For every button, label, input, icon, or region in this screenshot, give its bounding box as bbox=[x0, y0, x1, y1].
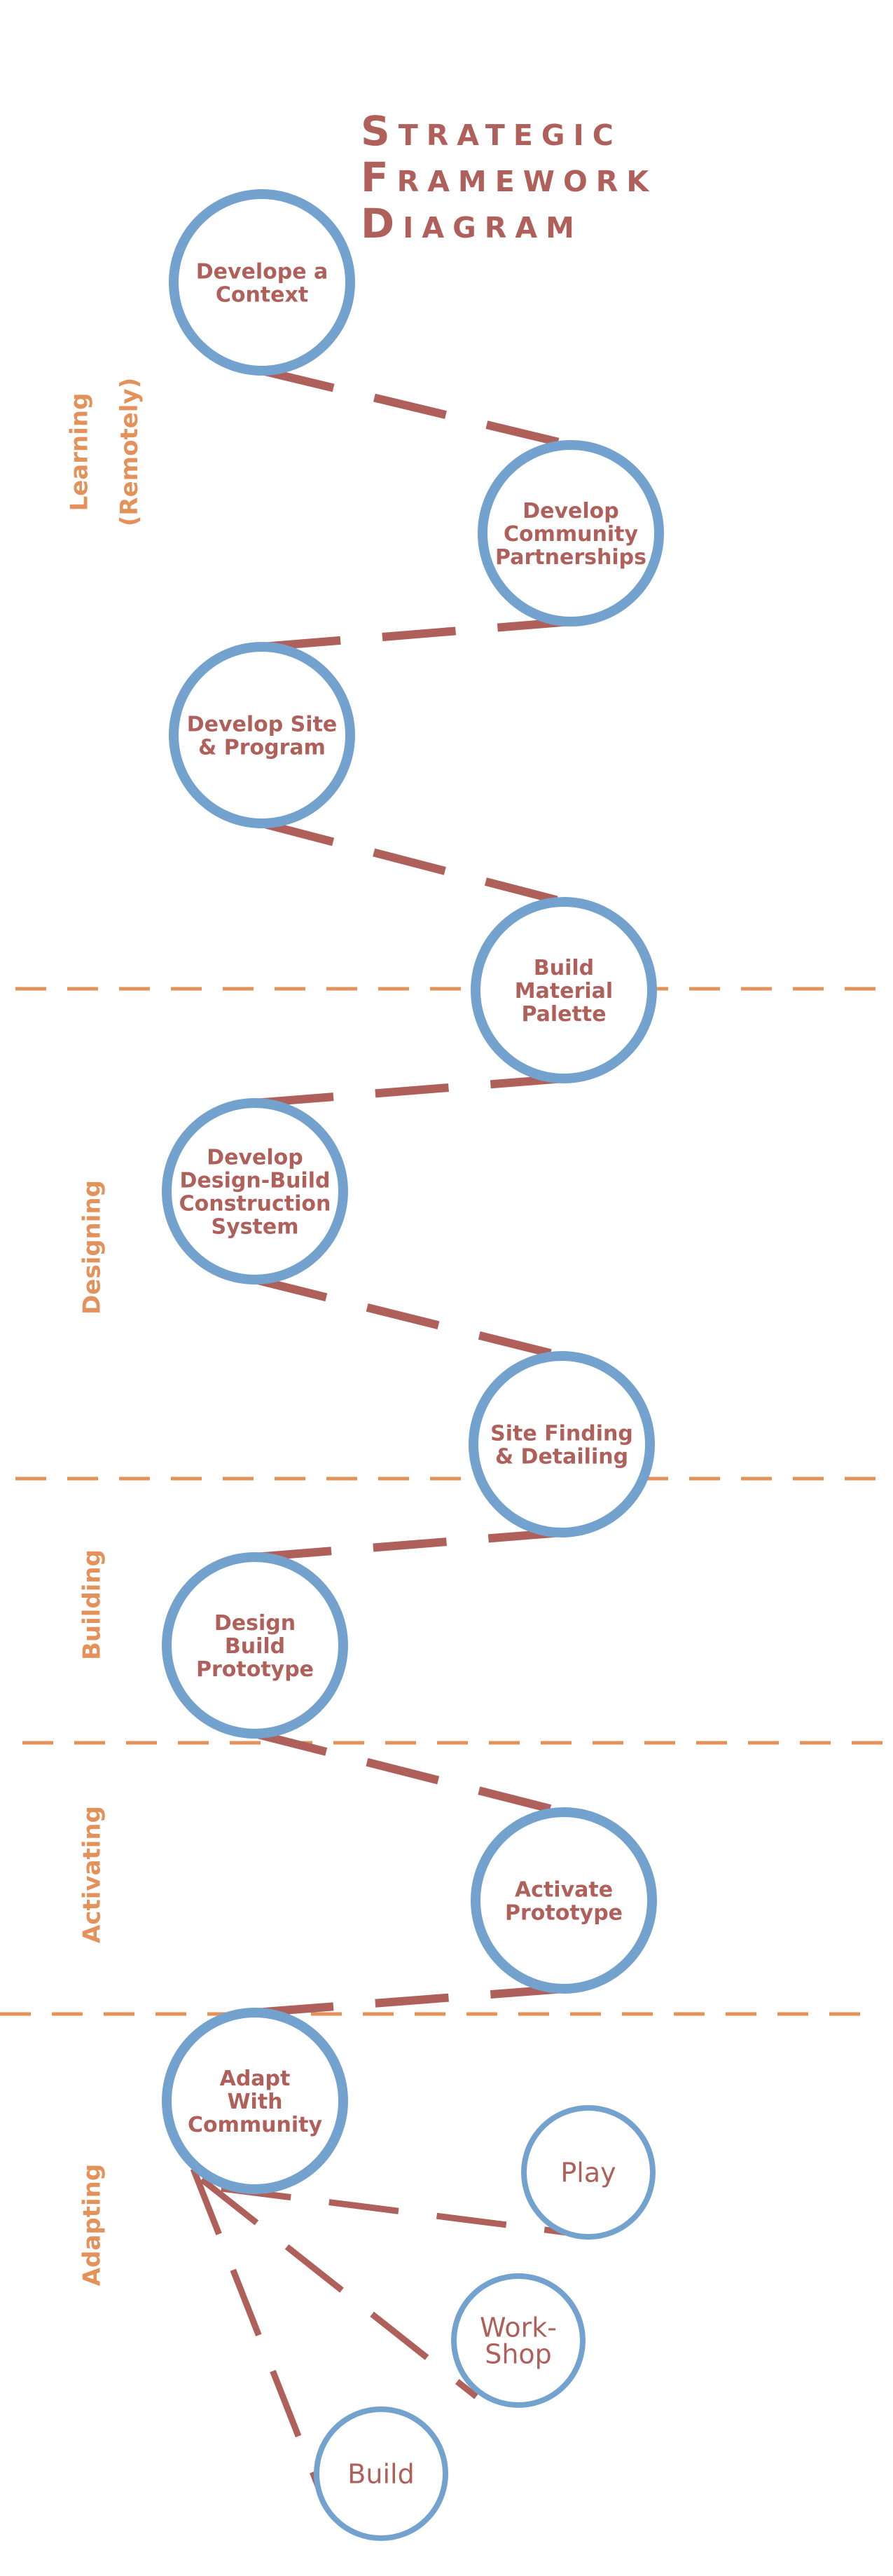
phase-label-3: Building bbox=[78, 1549, 106, 1660]
node-label-site-finding: Site Finding& Detailing bbox=[490, 1421, 633, 1469]
node-circle bbox=[471, 1807, 657, 1994]
connector-1 bbox=[261, 366, 572, 449]
connector-6 bbox=[254, 1528, 562, 1561]
node-label-partnerships-line-3: Partnerships bbox=[495, 545, 646, 570]
title-line-1: Strategic bbox=[361, 107, 622, 155]
connector-3 bbox=[261, 819, 565, 906]
phase-label-5-line-1: Adapting bbox=[78, 2164, 106, 2286]
leaf-label-build-line-1: Build bbox=[347, 2459, 414, 2490]
leaf-label-play: Play bbox=[560, 2158, 616, 2188]
phase-label-2: Designing bbox=[78, 1180, 106, 1315]
node-label-adapt-community-line-3: Community bbox=[188, 2113, 322, 2137]
phase-label-4-line-1: Activating bbox=[78, 1806, 106, 1943]
node-circle bbox=[169, 642, 355, 828]
node-circle bbox=[169, 189, 355, 376]
node-label-material-palette-line-1: Build bbox=[534, 956, 594, 980]
leaf-workshop: Work-Shop bbox=[451, 2273, 586, 2408]
node-label-activate-prototype-line-2: Prototype bbox=[505, 1900, 623, 1925]
phase-labels: Learning (Remotely) DesigningBuildingActiv… bbox=[65, 378, 144, 2286]
node-label-construction-system-line-3: Construction bbox=[179, 1191, 331, 1216]
leaf-connector-3 bbox=[190, 2167, 322, 2489]
connector-5 bbox=[254, 1275, 563, 1360]
connector-4 bbox=[254, 1074, 565, 1107]
node-label-material-palette-line-2: Material bbox=[515, 979, 613, 1003]
node-label-activate-prototype-line-1: Activate bbox=[515, 1877, 613, 1902]
leaf-label-workshop-line-1: Work- bbox=[480, 2313, 557, 2343]
leaf-connector-2 bbox=[200, 2177, 478, 2399]
node-label-construction-system-line-2: Design-Build bbox=[180, 1168, 331, 1193]
node-circle bbox=[162, 1552, 348, 1739]
phase-label-1-line-1: Learning bbox=[65, 393, 93, 512]
node-site-finding: Site Finding& Detailing bbox=[469, 1351, 655, 1537]
node-circle bbox=[471, 897, 657, 1083]
node-label-adapt-community-line-2: With bbox=[227, 2090, 282, 2114]
node-label-construction-system-line-4: System bbox=[212, 1214, 299, 1239]
node-circle bbox=[162, 1098, 348, 1284]
node-label-site-program: Develop Site& Program bbox=[187, 712, 338, 760]
leaf-label-build: Build bbox=[347, 2459, 414, 2490]
leaf-play: Play bbox=[521, 2105, 656, 2240]
phase-label-1-line-2: (Remotely) bbox=[116, 378, 144, 526]
phase-label-2-line-1: Designing bbox=[78, 1180, 106, 1315]
node-label-design-prototype-line-1: Design bbox=[214, 1611, 296, 1636]
node-label-partnerships-line-1: Develop bbox=[522, 499, 619, 523]
phase-label-3-line-1: Building bbox=[78, 1549, 106, 1660]
phase-label-4: Activating bbox=[78, 1806, 106, 1943]
node-label-material-palette-line-3: Palette bbox=[521, 1002, 606, 1027]
node-circle bbox=[469, 1351, 655, 1537]
node-label-site-finding-line-1: Site Finding bbox=[490, 1421, 633, 1446]
leaf-label-play-line-1: Play bbox=[560, 2158, 616, 2188]
leaf-label-workshop-line-2: Shop bbox=[485, 2339, 552, 2370]
node-label-design-prototype-line-2: Build bbox=[225, 1634, 285, 1659]
node-label-context-line-1: Develope a bbox=[196, 259, 328, 284]
leaf-build: Build bbox=[314, 2406, 448, 2541]
node-label-adapt-community-line-1: Adapt bbox=[220, 2067, 291, 2091]
node-circle bbox=[162, 2008, 348, 2194]
connector-7 bbox=[254, 1729, 565, 1816]
leaf-circle bbox=[521, 2105, 656, 2240]
phase-dividers bbox=[0, 987, 884, 2016]
node-label-context-line-2: Context bbox=[216, 282, 308, 307]
node-label-partnerships-line-2: Community bbox=[504, 522, 638, 547]
connectors bbox=[190, 366, 579, 2489]
node-label-site-finding-line-2: & Detailing bbox=[495, 1444, 628, 1469]
phase-label-5: Adapting bbox=[78, 2164, 106, 2286]
node-label-site-program-line-2: & Program bbox=[198, 735, 326, 760]
phase-label-1: Learning (Remotely) bbox=[65, 378, 144, 526]
node-label-site-program-line-1: Develop Site bbox=[187, 712, 338, 737]
node-site-program: Develop Site& Program bbox=[169, 642, 355, 828]
leaf-circle bbox=[314, 2406, 448, 2541]
leaf-label-workshop: Work-Shop bbox=[480, 2313, 557, 2370]
node-label-design-prototype-line-3: Prototype bbox=[196, 1657, 314, 1682]
leaf-circle bbox=[451, 2273, 586, 2408]
title-line-2: Framework bbox=[361, 153, 657, 201]
title-line-3: Diagram bbox=[361, 200, 583, 247]
leaf-connector-1 bbox=[221, 2185, 579, 2238]
node-circle bbox=[478, 440, 664, 626]
connector-2 bbox=[261, 617, 572, 651]
node-label-construction-system-line-1: Develop bbox=[207, 1145, 303, 1170]
connector-8 bbox=[254, 1985, 565, 2017]
